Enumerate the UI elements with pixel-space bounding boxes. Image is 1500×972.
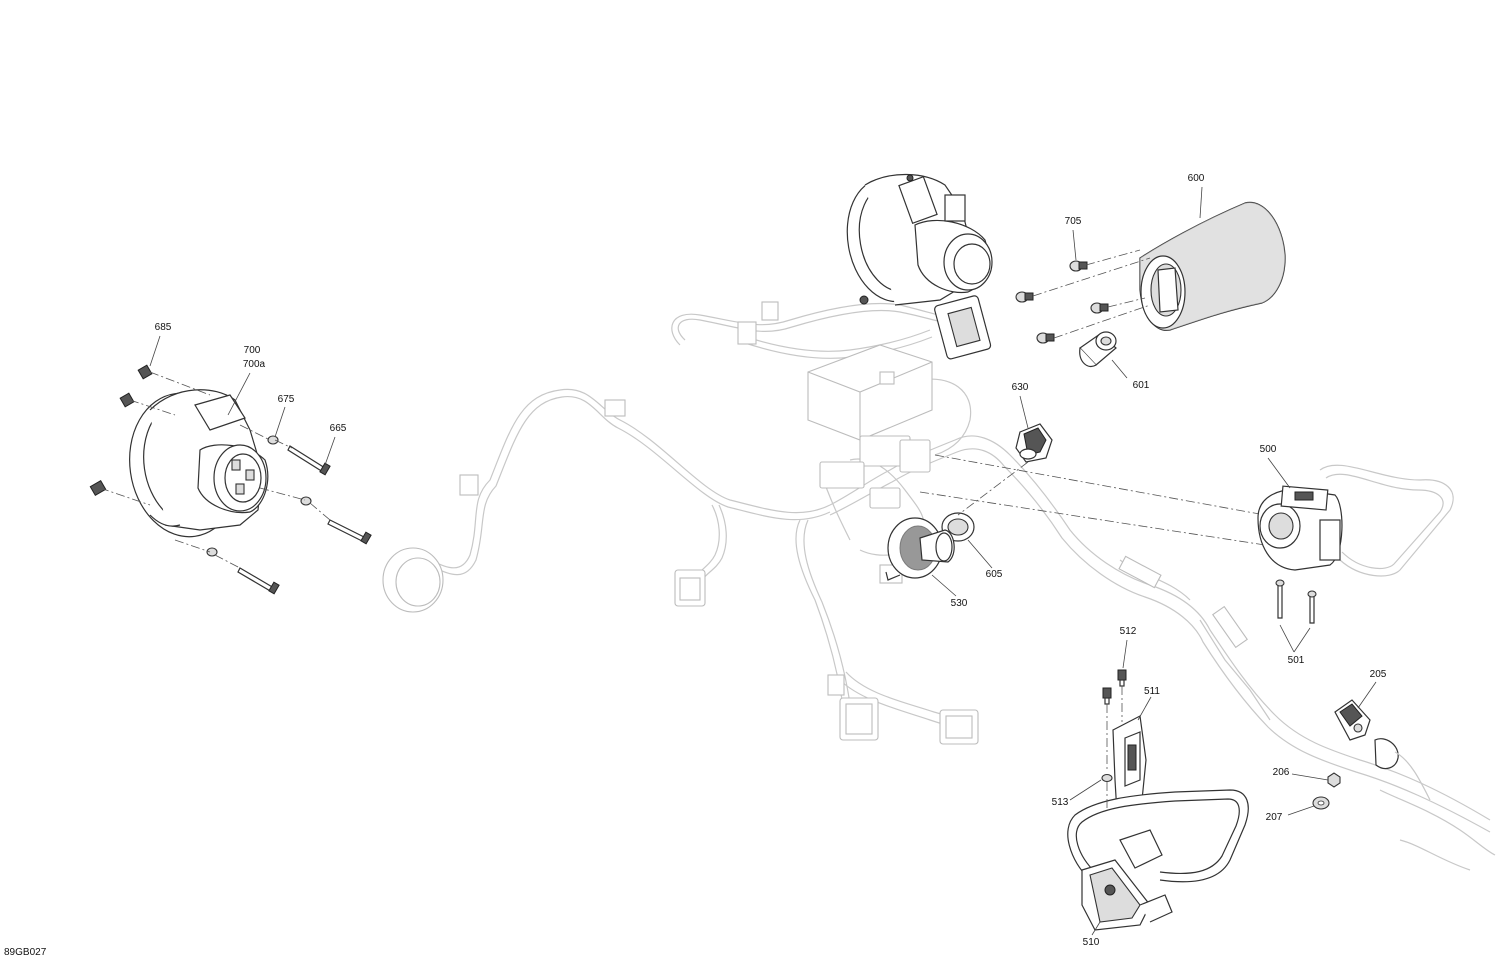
callout-601: 601 xyxy=(1132,380,1150,391)
callout-510: 510 xyxy=(1082,937,1100,948)
bracket-assembly-lines xyxy=(1106,686,1123,810)
callout-500: 500 xyxy=(1259,444,1277,455)
callout-207: 207 xyxy=(1265,812,1283,823)
bracket-510-group xyxy=(1067,669,1249,931)
callout-675: 675 xyxy=(277,394,295,405)
left-headlamp-assembly xyxy=(89,364,372,595)
callout-665: 665 xyxy=(329,423,347,434)
callout-605: 605 xyxy=(985,569,1003,580)
leader-lines xyxy=(149,186,1377,936)
callout-512: 512 xyxy=(1119,626,1137,637)
drawing-code: 89GB027 xyxy=(4,947,47,958)
callout-705: 705 xyxy=(1064,216,1082,227)
callout-685: 685 xyxy=(154,322,172,333)
lamp-530 xyxy=(885,517,955,581)
callout-511: 511 xyxy=(1144,686,1160,697)
handlebar-switch-500 xyxy=(1257,464,1454,624)
callout-700a: 700a xyxy=(242,359,266,370)
mid-assembly-lines xyxy=(919,454,1266,546)
callout-206: 206 xyxy=(1272,767,1290,778)
cover-600-group xyxy=(1015,201,1286,368)
wiring-harness xyxy=(399,302,1496,871)
switch-630 xyxy=(1015,423,1053,463)
right-headlamp-assembly xyxy=(846,173,993,360)
callout-600: 600 xyxy=(1187,173,1205,184)
callout-530: 530 xyxy=(950,598,968,609)
sensor-205-group xyxy=(1312,699,1431,810)
callout-700: 700 xyxy=(243,345,261,356)
left-assembly-lines xyxy=(99,371,331,569)
callout-513: 513 xyxy=(1051,797,1069,808)
harness-connectors xyxy=(382,301,1248,745)
callout-630: 630 xyxy=(1011,382,1029,393)
callout-501: 501 xyxy=(1287,655,1305,666)
callout-205: 205 xyxy=(1369,669,1387,680)
cover-assembly-lines xyxy=(1032,249,1151,339)
